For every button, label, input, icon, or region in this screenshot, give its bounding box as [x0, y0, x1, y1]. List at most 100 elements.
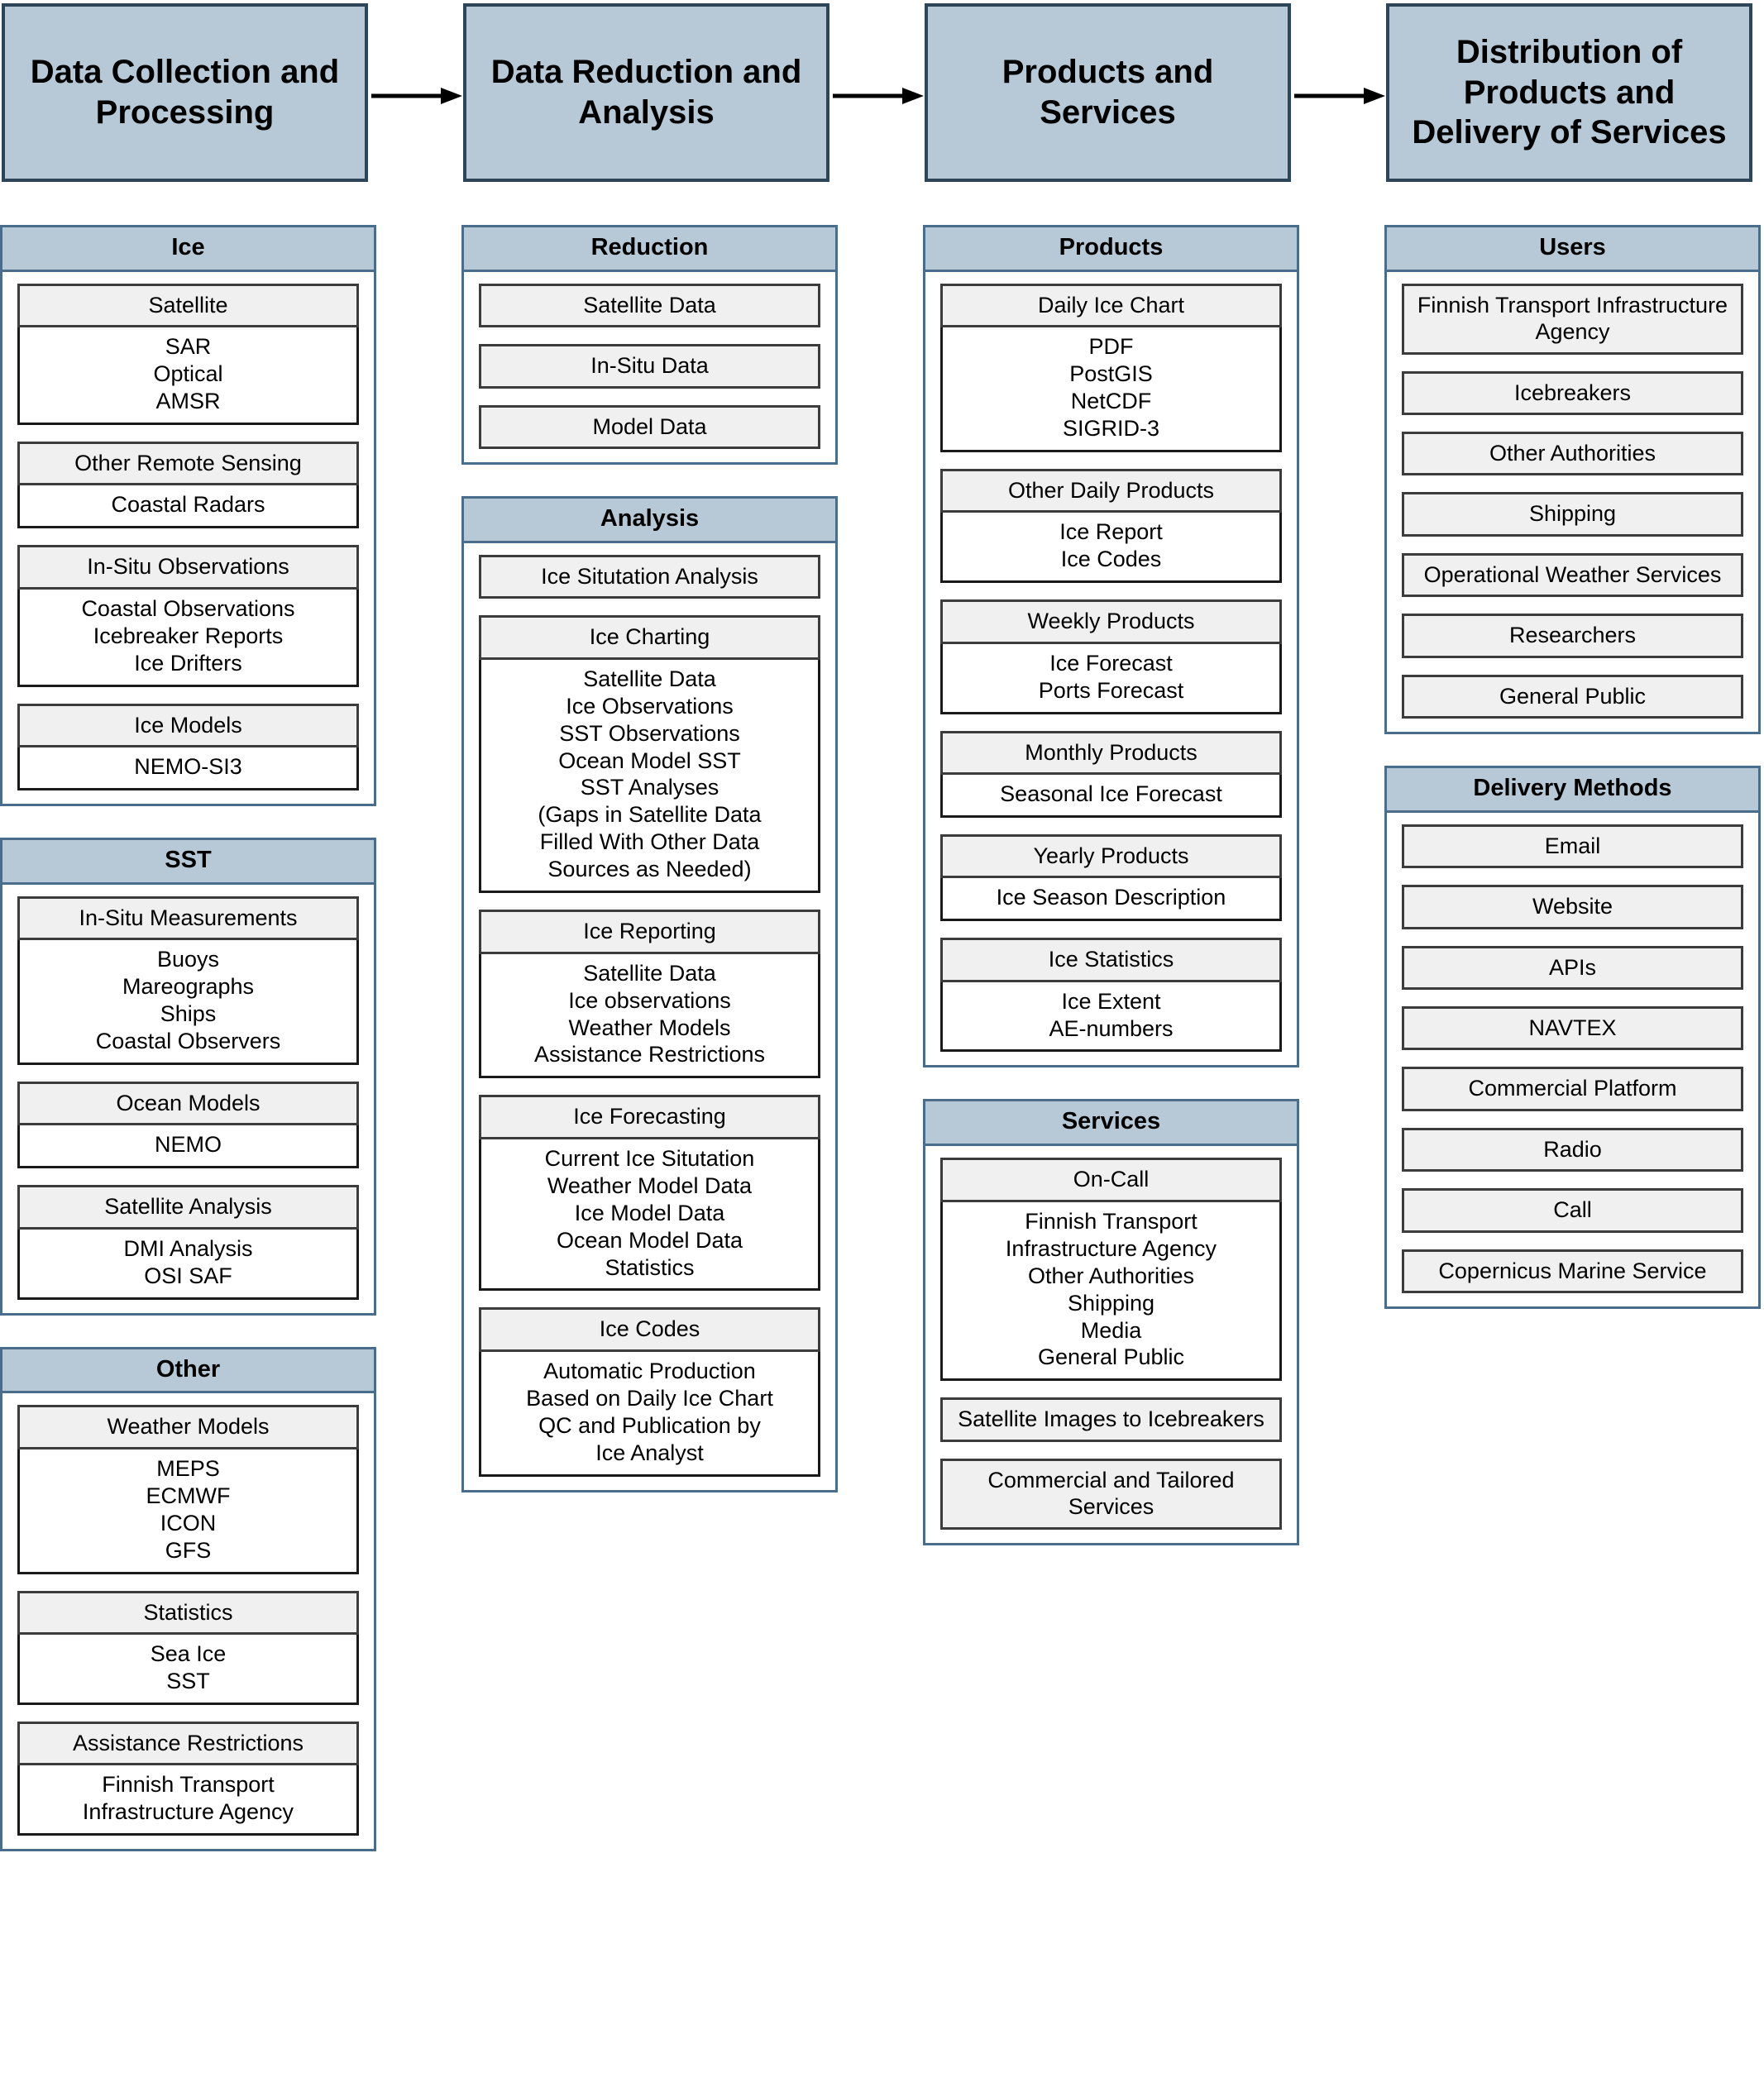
item-detail-list: NEMO [17, 1125, 359, 1169]
item-header[interactable]: Other Daily Products [940, 469, 1282, 513]
item-detail-line: SIGRID-3 [1062, 416, 1160, 442]
item-header[interactable]: Finnish Transport Infrastructure Agency [1402, 283, 1743, 355]
item-model-data[interactable]: Model Data [479, 404, 820, 450]
item-apis[interactable]: APIs [1402, 945, 1743, 991]
item-detail-line: Seasonal Ice Forecast [1000, 781, 1222, 806]
item-other-authorities[interactable]: Other Authorities [1402, 432, 1743, 476]
item-general-public[interactable]: General Public [1402, 674, 1743, 719]
item-ice-situtation-analysis[interactable]: Ice Situtation Analysis [479, 554, 820, 599]
item-header[interactable]: Satellite Images to Icebreakers [940, 1397, 1282, 1442]
panel-title: Analysis [464, 499, 835, 543]
item-detail-line: Ice observations [568, 987, 731, 1013]
item-shipping[interactable]: Shipping [1402, 492, 1743, 537]
item-header[interactable]: Call [1402, 1188, 1743, 1233]
item-header[interactable]: In-Situ Measurements [17, 895, 359, 941]
item-header[interactable]: Researchers [1402, 614, 1743, 658]
item-header[interactable]: Ice Reporting [479, 910, 820, 954]
item-header[interactable]: Satellite [17, 283, 359, 328]
item-researchers[interactable]: Researchers [1402, 614, 1743, 658]
item-call[interactable]: Call [1402, 1188, 1743, 1233]
item-operational-weather-services[interactable]: Operational Weather Services [1402, 552, 1743, 598]
item-header[interactable]: Monthly Products [940, 730, 1282, 775]
item-header[interactable]: Weekly Products [940, 599, 1282, 644]
item-header[interactable]: Model Data [479, 404, 820, 450]
item-header[interactable]: Other Remote Sensing [17, 442, 359, 486]
item-in-situ-data[interactable]: In-Situ Data [479, 344, 820, 389]
item-header[interactable]: Copernicus Marine Service [1402, 1249, 1743, 1294]
item-header[interactable]: Statistics [17, 1590, 359, 1635]
item-commercial-platform[interactable]: Commercial Platform [1402, 1067, 1743, 1111]
item-header[interactable]: Icebreakers [1402, 370, 1743, 416]
item-header[interactable]: NAVTEX [1402, 1006, 1743, 1051]
item-header[interactable]: Daily Ice Chart [940, 283, 1282, 328]
item-commercial-and-tailored-services[interactable]: Commercial and Tailored Services [940, 1458, 1282, 1530]
item-header[interactable]: Operational Weather Services [1402, 552, 1743, 598]
item-header[interactable]: Email [1402, 824, 1743, 869]
item-radio[interactable]: Radio [1402, 1127, 1743, 1172]
item-header[interactable]: On-Call [940, 1158, 1282, 1202]
flow-stage-data-reduction[interactable]: Data Reduction and Analysis [463, 3, 829, 182]
item-header[interactable]: Radio [1402, 1127, 1743, 1172]
item-header[interactable]: Shipping [1402, 492, 1743, 537]
item-header[interactable]: Commercial Platform [1402, 1067, 1743, 1111]
item-finnish-transport-infrastructure-agency[interactable]: Finnish Transport Infrastructure Agency [1402, 283, 1743, 355]
item-header[interactable]: Ocean Models [17, 1081, 359, 1126]
item-header[interactable]: General Public [1402, 674, 1743, 719]
item-header[interactable]: Satellite Data [479, 283, 820, 328]
item-copernicus-marine-service[interactable]: Copernicus Marine Service [1402, 1249, 1743, 1294]
item-icebreakers[interactable]: Icebreakers [1402, 370, 1743, 416]
item-website[interactable]: Website [1402, 885, 1743, 929]
item-header[interactable]: Yearly Products [940, 833, 1282, 879]
flow-stage-products-services[interactable]: Products and Services [925, 3, 1291, 182]
item-header[interactable]: In-Situ Observations [17, 545, 359, 590]
item-header[interactable]: Ice Charting [479, 615, 820, 660]
item-header[interactable]: APIs [1402, 945, 1743, 991]
flow-stage-label: Products and Services [1002, 54, 1214, 131]
flow-stage-distribution[interactable]: Distribution of Products and Delivery of… [1386, 3, 1752, 182]
item-header[interactable]: Ice Forecasting [479, 1095, 820, 1139]
item-header[interactable]: Other Authorities [1402, 432, 1743, 476]
item-header[interactable]: Satellite Analysis [17, 1185, 359, 1230]
item-detail-list: Seasonal Ice Forecast [940, 774, 1282, 818]
item-navtex[interactable]: NAVTEX [1402, 1006, 1743, 1051]
item-satellite-data[interactable]: Satellite Data [479, 283, 820, 328]
item-header[interactable]: Ice Statistics [940, 938, 1282, 982]
item-header[interactable]: Website [1402, 885, 1743, 929]
item-header[interactable]: Weather Models [17, 1405, 359, 1449]
item-header[interactable]: Assistance Restrictions [17, 1721, 359, 1766]
item-email[interactable]: Email [1402, 824, 1743, 869]
flow-stage-data-collection[interactable]: Data Collection and Processing [2, 3, 368, 182]
item-header[interactable]: Ice Codes [479, 1307, 820, 1352]
item-header[interactable]: In-Situ Data [479, 344, 820, 389]
item-satellite-images-to-icebreakers[interactable]: Satellite Images to Icebreakers [940, 1397, 1282, 1442]
item-header[interactable]: Ice Situtation Analysis [479, 554, 820, 599]
item-header[interactable]: Ice Models [17, 703, 359, 748]
item-header[interactable]: Commercial and Tailored Services [940, 1458, 1282, 1530]
